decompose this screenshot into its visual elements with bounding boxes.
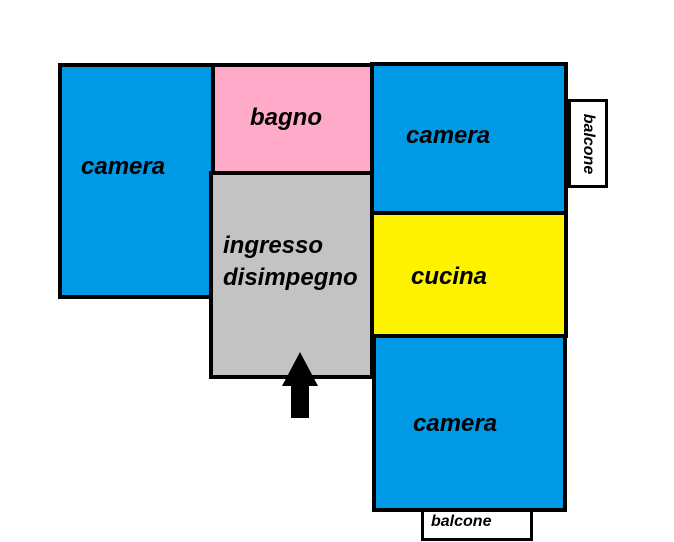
- room-label-ingresso: ingresso: [223, 232, 324, 259]
- room-label-cucina: cucina: [411, 263, 488, 290]
- room-label-camera-left: camera: [81, 153, 166, 180]
- balcony-right: [568, 99, 608, 188]
- room-ingresso: [209, 171, 374, 379]
- arrow-up-icon: [282, 352, 318, 418]
- room-bagno: [211, 63, 374, 175]
- balcony-label-bottom: balcone: [431, 513, 492, 530]
- balcony-label-right: balcone: [580, 113, 597, 175]
- room-camera-left: [58, 63, 215, 299]
- room-cucina: [370, 211, 568, 338]
- room-label-bagno: bagno: [250, 104, 322, 131]
- room-label-camera-bottom-right: camera: [413, 410, 498, 437]
- balcony-bottom: [421, 509, 533, 541]
- room-label-camera-top-right: camera: [406, 122, 491, 149]
- room-label-disimpegno: disimpegno: [223, 264, 358, 291]
